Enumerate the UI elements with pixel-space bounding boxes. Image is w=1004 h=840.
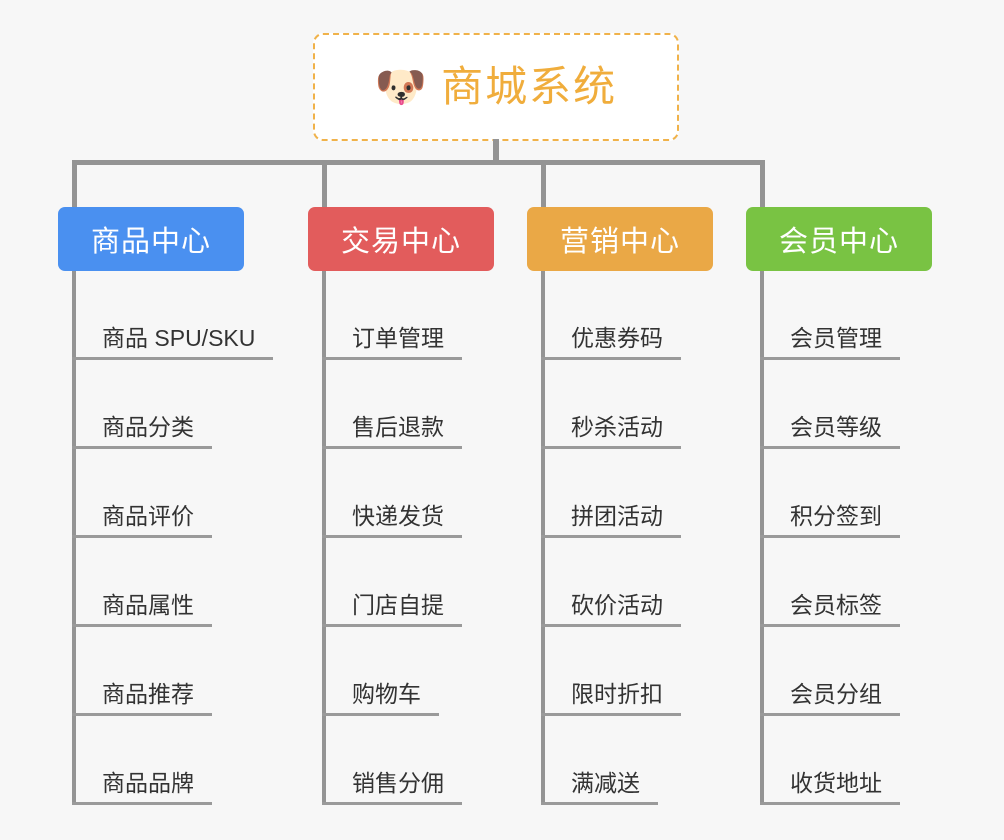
leaf-item-label: 秒杀活动 (571, 414, 663, 440)
leaf-item[interactable]: 积分签到 (760, 449, 900, 538)
leaf-underline: 限时折扣 (541, 681, 681, 716)
connector-drop-product-center (72, 160, 77, 208)
leaf-underline: 订单管理 (322, 325, 462, 360)
leaf-item[interactable]: 商品分类 (72, 360, 273, 449)
leaf-item[interactable]: 商品 SPU/SKU (72, 271, 274, 360)
leaf-item[interactable]: 商品品牌 (72, 716, 273, 805)
leaf-underline: 商品评价 (72, 503, 212, 538)
leaf-underline: 购物车 (322, 681, 439, 716)
leaf-item-label: 售后退款 (352, 414, 444, 440)
category-header-label: 会员中心 (778, 226, 899, 258)
root-node-mall-system[interactable]: 🐶 商城系统 (313, 33, 679, 141)
branch-spine-trade-center (322, 271, 326, 805)
leaf-item-label: 快递发货 (352, 503, 444, 529)
leaf-underline: 售后退款 (322, 414, 462, 449)
leaf-list-marketing-center: 优惠券码秒杀活动拼团活动砍价活动限时折扣满减送 (541, 271, 681, 805)
leaf-item-label: 积分签到 (790, 503, 882, 529)
leaf-item[interactable]: 门店自提 (322, 538, 462, 627)
leaf-item-label: 会员管理 (790, 325, 882, 351)
connector-drop-member-center (760, 160, 765, 208)
leaf-underline: 商品属性 (72, 592, 212, 627)
leaf-item[interactable]: 商品推荐 (72, 627, 273, 716)
leaf-item-label: 会员分组 (790, 681, 882, 707)
leaf-underline: 商品 SPU/SKU (72, 325, 274, 360)
leaf-item[interactable]: 优惠券码 (541, 271, 681, 360)
leaf-underline: 砍价活动 (541, 592, 681, 627)
leaf-item-label: 优惠券码 (571, 325, 663, 351)
branch-spine-marketing-center (541, 271, 545, 805)
leaf-item[interactable]: 购物车 (322, 627, 462, 716)
leaf-item[interactable]: 会员标签 (760, 538, 900, 627)
connector-horizontal-bar (72, 160, 765, 165)
leaf-item-label: 限时折扣 (571, 681, 663, 707)
leaf-underline: 商品分类 (72, 414, 212, 449)
leaf-underline: 会员分组 (760, 681, 900, 716)
leaf-item-label: 销售分佣 (352, 770, 444, 796)
category-header-product-center[interactable]: 商品中心 (58, 207, 244, 271)
leaf-item[interactable]: 会员等级 (760, 360, 900, 449)
leaf-item[interactable]: 商品评价 (72, 449, 273, 538)
leaf-underline: 商品推荐 (72, 681, 212, 716)
branch-spine-product-center (72, 271, 76, 805)
leaf-item-label: 门店自提 (352, 592, 444, 618)
leaf-underline: 收货地址 (760, 770, 900, 805)
leaf-underline: 会员标签 (760, 592, 900, 627)
leaf-item[interactable]: 快递发货 (322, 449, 462, 538)
leaf-underline: 积分签到 (760, 503, 900, 538)
connector-drop-trade-center (322, 160, 327, 208)
leaf-item-label: 商品 SPU/SKU (102, 325, 256, 351)
leaf-underline: 秒杀活动 (541, 414, 681, 449)
leaf-item[interactable]: 售后退款 (322, 360, 462, 449)
category-header-label: 商品中心 (90, 226, 211, 258)
leaf-item[interactable]: 收货地址 (760, 716, 900, 805)
leaf-item-label: 满减送 (571, 770, 640, 796)
leaf-underline: 会员管理 (760, 325, 900, 360)
leaf-underline: 快递发货 (322, 503, 462, 538)
leaf-item-label: 会员等级 (790, 414, 882, 440)
leaf-list-member-center: 会员管理会员等级积分签到会员标签会员分组收货地址 (760, 271, 900, 805)
branch-spine-member-center (760, 271, 764, 805)
leaf-item-label: 商品推荐 (102, 681, 194, 707)
leaf-item-label: 收货地址 (790, 770, 882, 796)
category-header-trade-center[interactable]: 交易中心 (308, 207, 494, 271)
leaf-underline: 门店自提 (322, 592, 462, 627)
category-header-label: 营销中心 (559, 226, 680, 258)
leaf-item-label: 商品分类 (102, 414, 194, 440)
leaf-item[interactable]: 秒杀活动 (541, 360, 681, 449)
leaf-item[interactable]: 满减送 (541, 716, 681, 805)
leaf-item-label: 会员标签 (790, 592, 882, 618)
leaf-item[interactable]: 限时折扣 (541, 627, 681, 716)
leaf-item-label: 商品评价 (102, 503, 194, 529)
category-header-member-center[interactable]: 会员中心 (746, 207, 932, 271)
leaf-underline: 会员等级 (760, 414, 900, 449)
leaf-underline: 满减送 (541, 770, 658, 805)
leaf-list-trade-center: 订单管理售后退款快递发货门店自提购物车销售分佣 (322, 271, 462, 805)
leaf-item-label: 购物车 (352, 681, 421, 707)
leaf-underline: 销售分佣 (322, 770, 462, 805)
leaf-item[interactable]: 砍价活动 (541, 538, 681, 627)
leaf-item[interactable]: 会员分组 (760, 627, 900, 716)
leaf-list-product-center: 商品 SPU/SKU 商品分类商品评价商品属性商品推荐商品品牌 (72, 271, 274, 805)
leaf-item-label: 砍价活动 (571, 592, 663, 618)
category-header-marketing-center[interactable]: 营销中心 (527, 207, 713, 271)
category-header-label: 交易中心 (340, 226, 461, 258)
leaf-underline: 优惠券码 (541, 325, 681, 360)
leaf-item[interactable]: 会员管理 (760, 271, 900, 360)
leaf-item-label: 商品属性 (102, 592, 194, 618)
leaf-item-label: 商品品牌 (102, 770, 194, 796)
shiba-dog-icon: 🐶 (374, 63, 428, 110)
leaf-item-label: 订单管理 (352, 325, 444, 351)
leaf-underline: 拼团活动 (541, 503, 681, 538)
connector-root-stem (493, 139, 499, 165)
leaf-item[interactable]: 拼团活动 (541, 449, 681, 538)
leaf-item[interactable]: 订单管理 (322, 271, 462, 360)
connector-drop-marketing-center (541, 160, 546, 208)
leaf-item-label: 拼团活动 (571, 503, 663, 529)
leaf-underline: 商品品牌 (72, 770, 212, 805)
root-node-title: 商城系统 (441, 63, 618, 110)
leaf-item[interactable]: 销售分佣 (322, 716, 462, 805)
leaf-item[interactable]: 商品属性 (72, 538, 273, 627)
